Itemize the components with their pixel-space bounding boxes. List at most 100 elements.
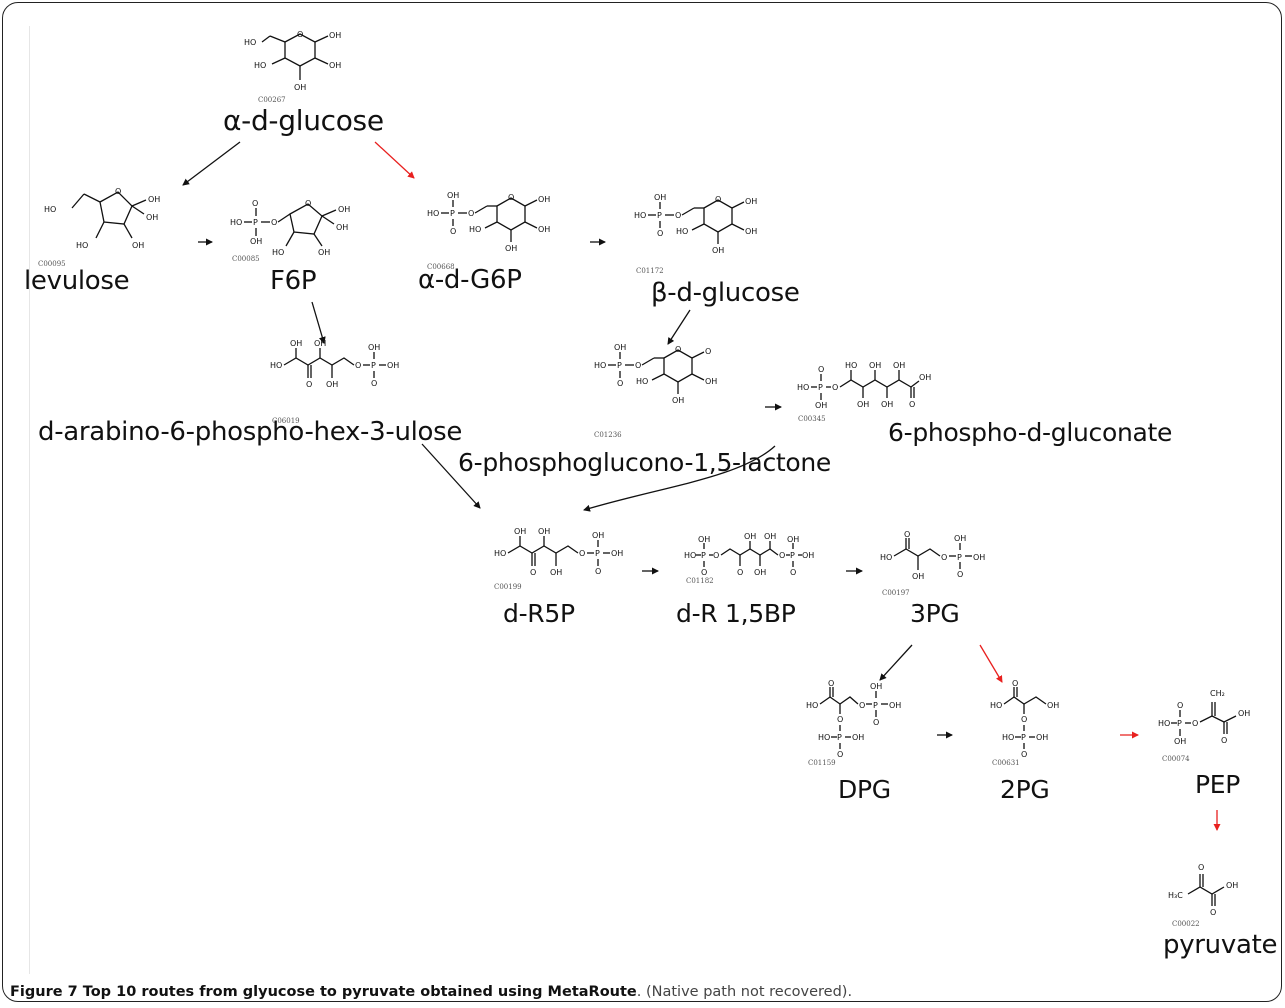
arrow-glucose-to-levulose	[182, 141, 241, 186]
svg-text:O: O	[371, 379, 377, 388]
svg-text:OH: OH	[745, 197, 757, 206]
compound-id-d-r5p: C00199	[494, 583, 522, 591]
svg-text:OH: OH	[764, 532, 776, 541]
svg-text:HO: HO	[270, 361, 282, 370]
svg-text:OH: OH	[250, 237, 262, 246]
svg-text:OH: OH	[698, 535, 710, 544]
svg-text:P: P	[701, 551, 706, 560]
svg-text:O: O	[1012, 679, 1018, 688]
label-levulose: levulose	[24, 266, 130, 296]
svg-text:HO: HO	[1002, 733, 1014, 742]
label-pyruvate: pyruvate	[1163, 930, 1278, 960]
svg-text:O: O	[941, 553, 947, 562]
compound-id-pyruvate: C00022	[1172, 920, 1200, 928]
svg-text:O: O	[1198, 863, 1204, 872]
svg-text:OH: OH	[326, 380, 338, 389]
svg-text:OH: OH	[754, 568, 766, 577]
svg-text:P: P	[450, 209, 455, 218]
compound-id-levulose: C00095	[38, 260, 66, 268]
compound-id-2pg: C00631	[992, 759, 1020, 767]
svg-text:O: O	[904, 530, 910, 539]
svg-text:O: O	[579, 549, 585, 558]
arrow-beta-glucose-to-lactone	[667, 309, 691, 345]
svg-text:HO: HO	[806, 701, 818, 710]
structure-2pg: HO O OH O HO P OH O	[990, 679, 1059, 759]
compound-id-alpha-d-glucose: C00267	[258, 96, 286, 104]
label-lactone: 6-phosphoglucono-1,5-lactone	[458, 448, 832, 477]
label-f6p: F6P	[270, 266, 317, 296]
arrow-3pg-to-dpg	[879, 644, 913, 681]
svg-text:OH: OH	[290, 339, 302, 348]
svg-text:O: O	[297, 30, 303, 39]
svg-text:P: P	[657, 211, 662, 220]
svg-text:HO: HO	[244, 38, 256, 47]
svg-text:OH: OH	[611, 549, 623, 558]
structure-f6p: HO P O OH O O OH OH OH HO	[230, 199, 350, 257]
svg-text:HO: HO	[676, 227, 688, 236]
arrow-glucose-to-g6p-native	[374, 141, 415, 179]
svg-text:OH: OH	[852, 733, 864, 742]
svg-text:O: O	[657, 229, 663, 238]
svg-text:HO: HO	[880, 553, 892, 562]
svg-text:O: O	[355, 361, 361, 370]
svg-text:OH: OH	[592, 531, 604, 540]
svg-text:P: P	[818, 383, 823, 392]
svg-text:H₃C: H₃C	[1168, 891, 1183, 900]
compound-id-pep: C00074	[1162, 755, 1190, 763]
svg-text:OH: OH	[318, 248, 330, 257]
svg-text:HO: HO	[76, 241, 88, 250]
structure-d-r5p: HO OH O OH OH O P OH O OH	[494, 527, 623, 577]
svg-text:O: O	[779, 551, 785, 560]
svg-text:OH: OH	[815, 401, 827, 410]
compound-id-d-r15bp: C01182	[686, 577, 714, 585]
caption-title: Figure 7 Top 10 routes from glyucose to …	[10, 984, 637, 1000]
figure-caption: Figure 7 Top 10 routes from glyucose to …	[10, 985, 852, 1000]
svg-text:OH: OH	[146, 213, 158, 222]
label-dpg: DPG	[838, 775, 891, 804]
label-d-r15bp: d-R 1,5BP	[676, 599, 796, 628]
svg-text:OH: OH	[368, 343, 380, 352]
svg-text:OH: OH	[1047, 701, 1059, 710]
label-arabino: d-arabino-6-phospho-hex-3-ulose	[38, 417, 463, 447]
svg-text:OH: OH	[870, 682, 882, 691]
svg-text:HO: HO	[684, 551, 696, 560]
svg-text:P: P	[617, 361, 622, 370]
svg-text:HO: HO	[636, 377, 648, 386]
svg-text:O: O	[859, 701, 865, 710]
structure-alpha-d-g6p: HO P OH O O O OH OH OH HO	[427, 191, 550, 253]
arrow-f6p-to-arabino	[311, 301, 326, 344]
svg-text:O: O	[837, 750, 843, 759]
compound-id-gluconate: C00345	[798, 415, 826, 423]
svg-text:OH: OH	[132, 241, 144, 250]
svg-text:O: O	[713, 551, 719, 560]
svg-text:OH: OH	[744, 532, 756, 541]
arrow-lactone-to-d-r5p	[583, 445, 776, 512]
structure-pyruvate: H₃C O OH O	[1168, 863, 1238, 917]
svg-text:HO: HO	[634, 211, 646, 220]
arrow-3pg-to-2pg-native	[979, 644, 1003, 683]
svg-text:O: O	[635, 361, 641, 370]
svg-text:O: O	[832, 383, 838, 392]
svg-text:HO: HO	[818, 733, 830, 742]
structure-3pg: HO O OH O P OH O OH	[880, 530, 985, 581]
svg-text:OH: OH	[1226, 881, 1238, 890]
svg-text:OH: OH	[893, 361, 905, 370]
svg-text:OH: OH	[802, 551, 814, 560]
svg-text:HO: HO	[990, 701, 1002, 710]
structure-beta-d-glucose: HO P OH O O O OH OH OH HO	[634, 193, 757, 255]
svg-text:OH: OH	[912, 572, 924, 581]
structure-alpha-d-glucose: O HO OH OH OH HO	[244, 30, 341, 92]
svg-text:OH: OH	[329, 61, 341, 70]
structure-d-r15bp: HO P OH O O O OH OH OH O P OH O OH	[684, 532, 814, 577]
svg-text:P: P	[790, 551, 795, 560]
svg-text:OH: OH	[654, 193, 666, 202]
svg-text:OH: OH	[538, 527, 550, 536]
svg-text:OH: OH	[447, 191, 459, 200]
svg-text:O: O	[252, 199, 258, 208]
svg-text:OH: OH	[869, 361, 881, 370]
svg-text:HO: HO	[427, 209, 439, 218]
svg-text:O: O	[675, 211, 681, 220]
svg-text:CH₂: CH₂	[1210, 689, 1225, 698]
